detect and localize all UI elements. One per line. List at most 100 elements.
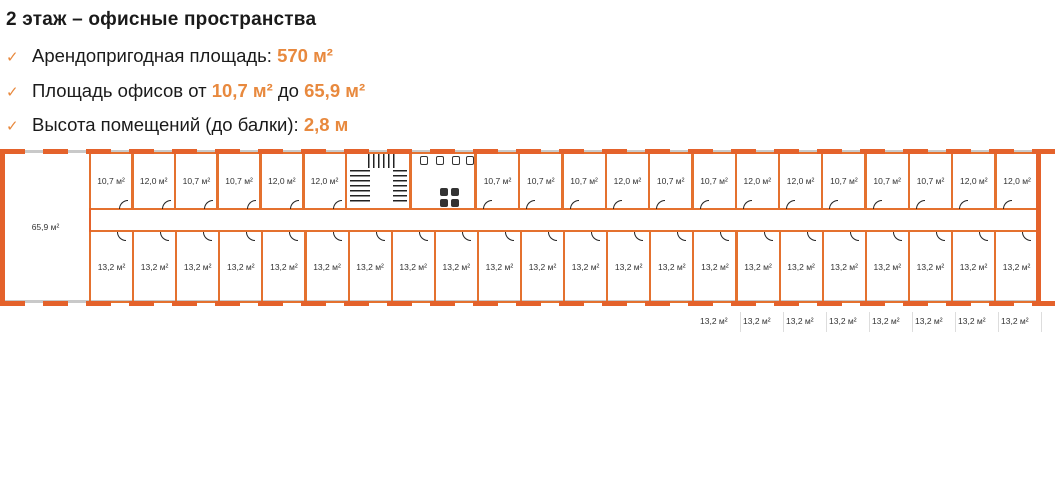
feature-label: Высота помещений (до балки): bbox=[32, 114, 304, 135]
divider bbox=[740, 312, 741, 332]
room-area-label: 13,2 м² bbox=[744, 261, 772, 272]
outer-wall bbox=[1036, 149, 1041, 306]
office-room: 12,0 м² bbox=[604, 152, 650, 210]
facade-wall bbox=[516, 149, 541, 154]
room-area-label: 13,2 м² bbox=[959, 261, 988, 272]
facade-wall bbox=[86, 301, 111, 306]
facade-wall bbox=[645, 149, 670, 154]
room-area-label: 12,0 м² bbox=[613, 176, 642, 186]
room-area-label: 10,7 м² bbox=[483, 176, 512, 186]
facade-wall bbox=[1032, 301, 1055, 306]
office-room: 13,2 м² bbox=[390, 230, 436, 303]
office-room: 13,2 м² bbox=[132, 230, 178, 303]
facade-wall bbox=[430, 149, 455, 154]
office-room: 13,2 м² bbox=[778, 230, 824, 303]
door-icon bbox=[119, 200, 128, 209]
stairs-icon bbox=[393, 170, 407, 204]
feature-value: 10,7 м² bbox=[211, 80, 273, 101]
room-area-label: 13,2 м² bbox=[227, 261, 255, 272]
facade-wall bbox=[172, 149, 197, 154]
office-room: 10,7 м² bbox=[691, 152, 737, 210]
door-icon bbox=[161, 200, 171, 209]
toilet-icon bbox=[420, 156, 428, 165]
room-area-label: 13,2 м² bbox=[140, 261, 169, 272]
facade-wall bbox=[215, 149, 240, 154]
room-area-label: 13,2 м² bbox=[183, 261, 212, 272]
facade-wall bbox=[387, 149, 412, 154]
door-icon bbox=[289, 200, 299, 209]
sink-icon bbox=[440, 199, 448, 207]
facade-wall bbox=[645, 301, 670, 306]
room-area-label: 10,7 м² bbox=[873, 176, 901, 186]
room-area-label: 13,2 м² bbox=[743, 316, 771, 326]
feature-rentable-area: ✓ Арендопригодная площадь: 570 м² bbox=[6, 45, 333, 67]
door-icon bbox=[656, 200, 666, 209]
facade-wall bbox=[559, 149, 584, 154]
facade-wall bbox=[731, 301, 756, 306]
facade-wall bbox=[387, 301, 412, 306]
room-area-label: 12,0 м² bbox=[786, 176, 815, 186]
facade-wall bbox=[602, 149, 627, 154]
divider bbox=[955, 312, 956, 332]
divider bbox=[783, 312, 784, 332]
office-room: 10,7 м² bbox=[648, 152, 694, 210]
facade-wall bbox=[989, 301, 1014, 306]
door-icon bbox=[247, 200, 257, 209]
room-area-label: 13,2 м² bbox=[399, 261, 427, 272]
facade-wall bbox=[258, 301, 283, 306]
facade-wall bbox=[774, 149, 799, 154]
page-title: 2 этаж – офисные пространства bbox=[6, 9, 317, 30]
door-icon bbox=[332, 200, 342, 209]
room-area-label: 13,2 м² bbox=[614, 261, 643, 272]
feature-value: 570 м² bbox=[277, 45, 333, 66]
divider bbox=[869, 312, 870, 332]
room-area-label: 10,7 м² bbox=[182, 176, 211, 186]
office-room: 13,2 м² bbox=[951, 230, 996, 303]
facade-wall bbox=[0, 301, 25, 306]
office-room: 10,7 м² bbox=[821, 152, 867, 210]
facade-wall bbox=[129, 301, 154, 306]
office-room: 13,2 м² bbox=[994, 230, 1040, 303]
room-area-label: 13,2 м² bbox=[830, 261, 858, 272]
room-area-label: 12,0 м² bbox=[268, 176, 296, 186]
office-room: 13,2 м² bbox=[433, 230, 479, 303]
room-area-label: 13,2 м² bbox=[1002, 261, 1031, 272]
room-area-label: 10,7 м² bbox=[570, 176, 598, 186]
room-area-label: 13,2 м² bbox=[786, 316, 814, 326]
office-room: 12,0 м² bbox=[778, 152, 824, 210]
room-area-label: 13,2 м² bbox=[528, 261, 557, 272]
check-icon: ✓ bbox=[6, 49, 19, 66]
office-room: 13,2 м² bbox=[864, 230, 910, 303]
room-area-label: 13,2 м² bbox=[313, 261, 341, 272]
room-area-label: 13,2 м² bbox=[873, 261, 902, 272]
divider bbox=[912, 312, 913, 332]
room-area-label: 13,2 м² bbox=[829, 316, 857, 326]
facade-wall bbox=[817, 301, 842, 306]
facade-wall bbox=[903, 149, 928, 154]
facade-wall bbox=[1032, 149, 1055, 154]
office-room: 13,2 м² bbox=[735, 230, 781, 303]
facade-wall bbox=[731, 149, 756, 154]
feature-label: Арендопригодная площадь: bbox=[32, 45, 278, 66]
door-icon bbox=[1002, 200, 1012, 209]
facade-wall bbox=[817, 149, 842, 154]
room-area-label: 10,7 м² bbox=[527, 176, 555, 186]
facade-wall bbox=[129, 149, 154, 154]
facade-wall bbox=[43, 301, 68, 306]
door-icon bbox=[916, 200, 925, 209]
office-room: 13,2 м² bbox=[476, 230, 522, 303]
toilet-icon bbox=[436, 156, 444, 165]
divider bbox=[1041, 312, 1042, 332]
facade-wall bbox=[774, 301, 799, 306]
door-icon bbox=[829, 200, 839, 209]
room-area-label: 13,2 м² bbox=[872, 316, 900, 326]
room-area-label: 13,2 м² bbox=[915, 316, 943, 326]
stairs-icon bbox=[368, 154, 396, 168]
room-area-label: 10,7 м² bbox=[916, 176, 945, 186]
feature-label: Площадь офисов от bbox=[32, 80, 212, 101]
facade-wall bbox=[430, 301, 455, 306]
feature-value: 65,9 м² bbox=[304, 80, 366, 101]
facade-wall bbox=[0, 149, 25, 154]
facade-wall bbox=[559, 301, 584, 306]
door-icon bbox=[526, 200, 536, 209]
